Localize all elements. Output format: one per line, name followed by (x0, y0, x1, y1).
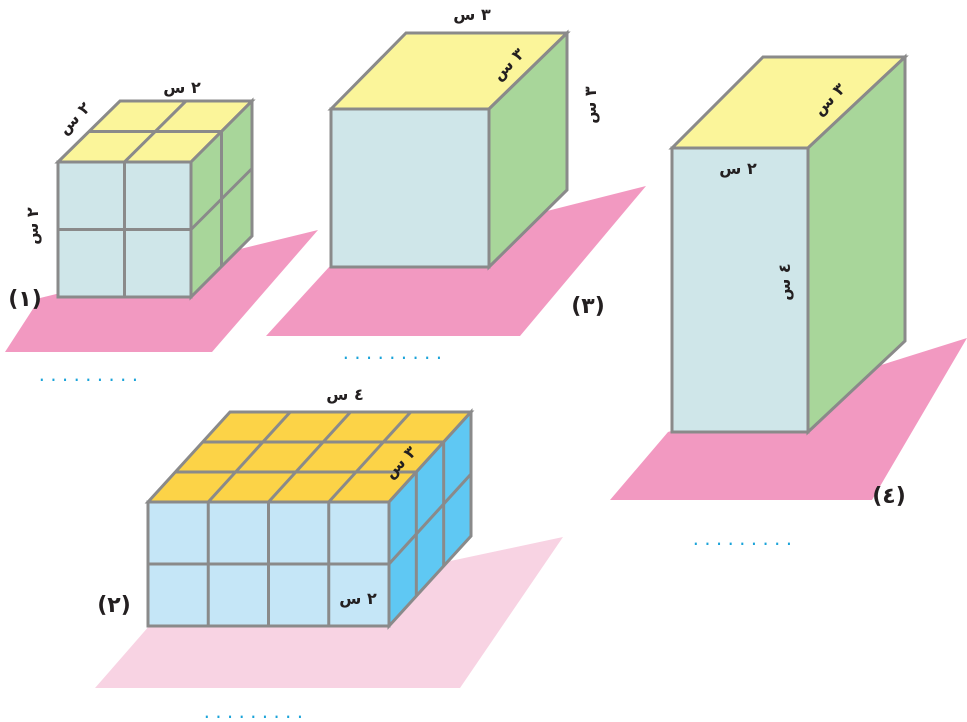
figure-3-answer-blank[interactable]: ......... (341, 344, 446, 363)
figure-2-answer-blank[interactable]: ......... (202, 703, 307, 722)
figure-4-width-label: ٢ س (719, 159, 757, 178)
figure-4-answer-blank[interactable]: ......... (691, 530, 796, 549)
figure-2: ٤ س ٣ س ٢ س (٢) ......... (95, 385, 563, 722)
figure-4-height-label: ٤ س (775, 263, 794, 300)
figure-4-side-face (806, 53, 907, 436)
figure-3-number: (٣) (571, 294, 605, 319)
figure-1-height-label: ٢ س (23, 207, 42, 245)
figure-4: ٣ س ٢ س ٤ س (٤) ......... (610, 53, 967, 549)
figure-1-top-label: ٢ س (163, 78, 201, 97)
figure-2-top-label: ٤ س (326, 385, 363, 404)
figure-3: ٣ س ٣ س ٣ س (٣) ......... (266, 5, 646, 363)
figure-3-side-face (487, 29, 569, 271)
figure-3-front-face (329, 107, 491, 269)
figure-1: ٢ س ٢ س ٢ س (١) ......... (5, 78, 318, 385)
figure-4-front-face (670, 146, 810, 434)
figure-1-answer-blank[interactable]: ......... (37, 366, 142, 385)
figure-2-height-label: ٢ س (339, 589, 377, 608)
figure-2-number: (٢) (97, 593, 131, 618)
figure-1-number: (١) (8, 287, 42, 312)
figure-3-top-label: ٣ س (453, 5, 491, 24)
figure-3-height-label: ٣ س (581, 86, 600, 124)
figure-4-number: (٤) (872, 484, 906, 509)
